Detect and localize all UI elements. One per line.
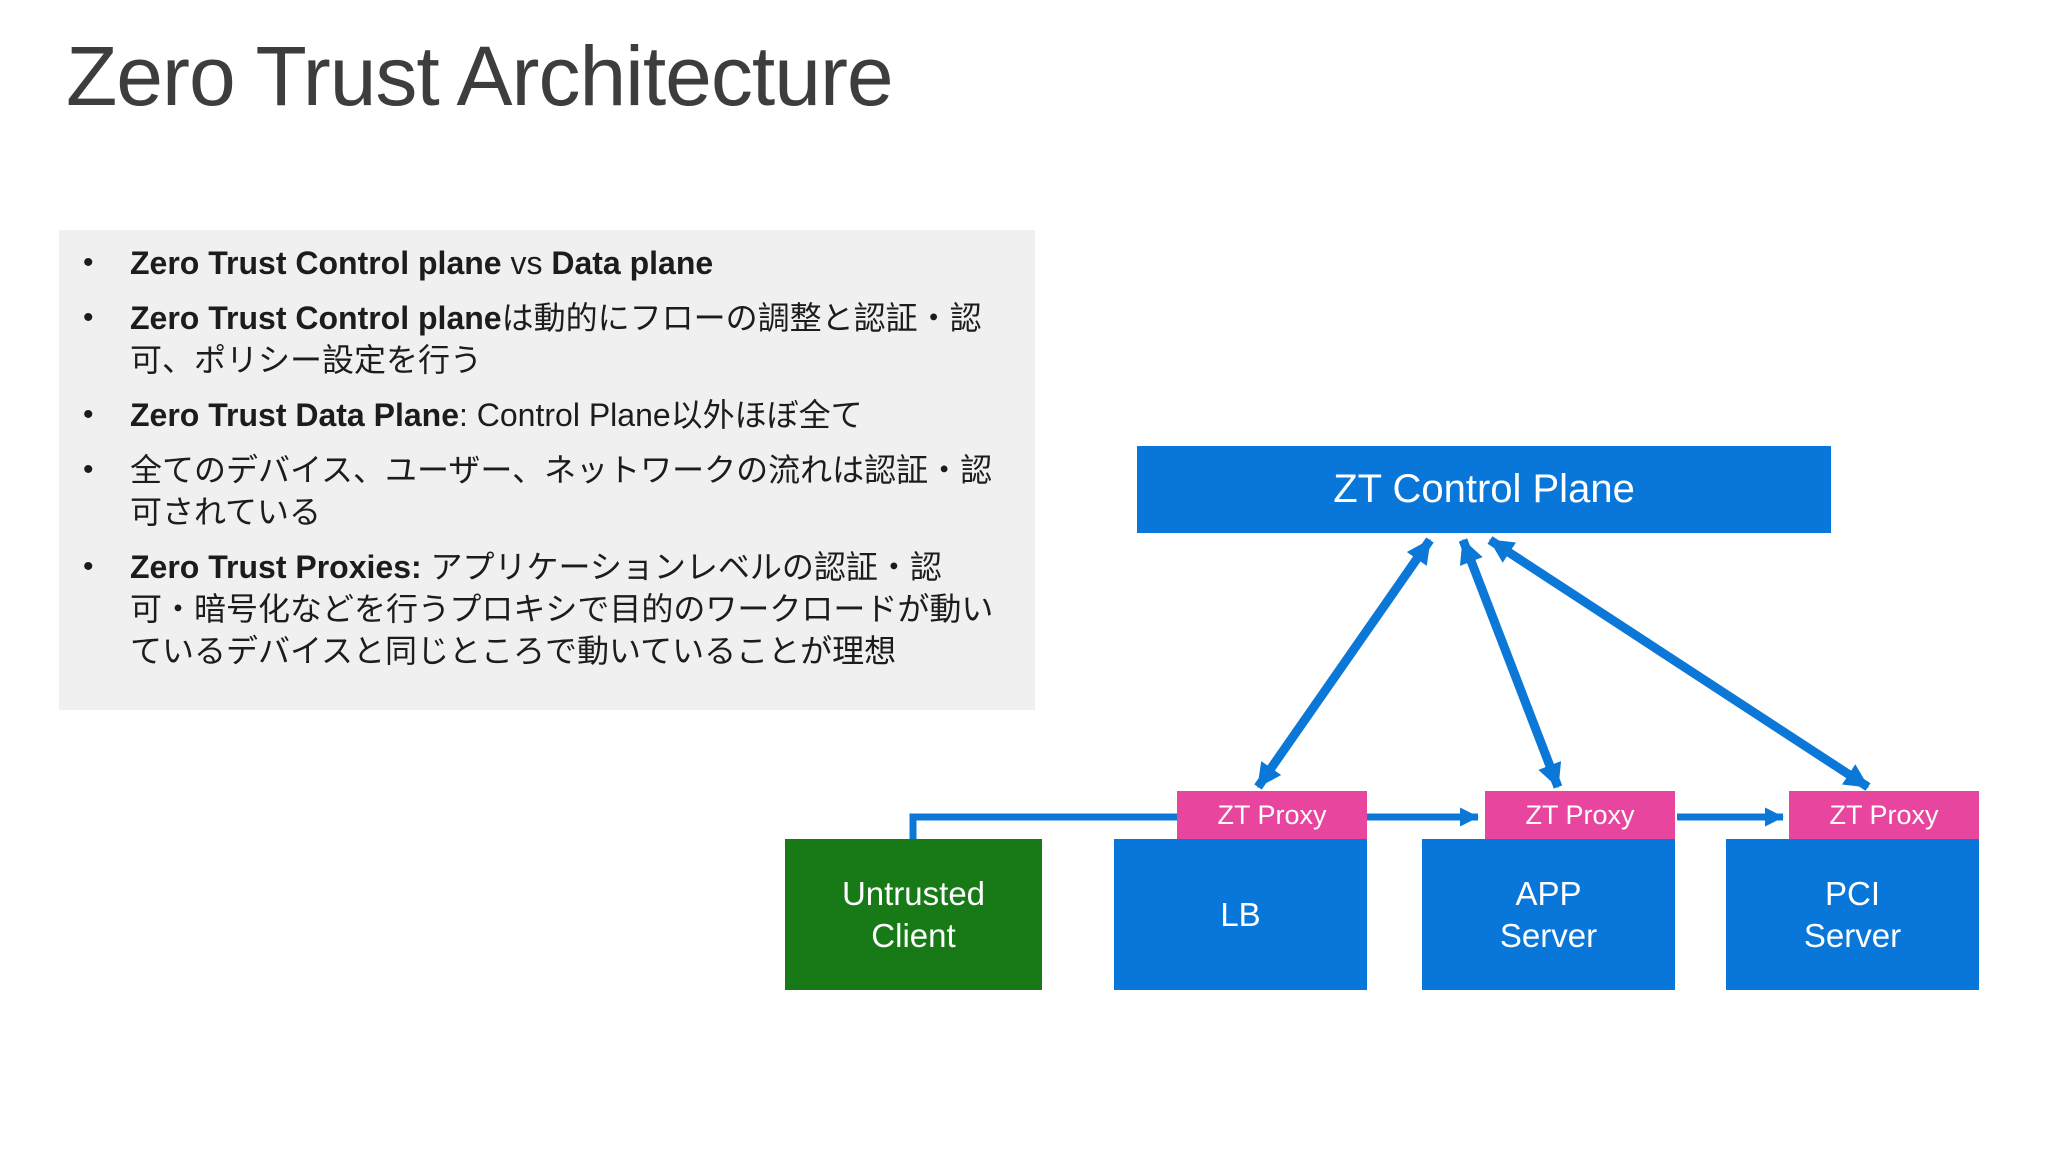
bullet-list: Zero Trust Control plane vs Data plane Z… <box>59 242 1001 672</box>
bullet-bold-segment: Zero Trust Data Plane <box>130 397 459 433</box>
bullet-regular-segment: は動的にフローの調整と認証・認可、ポリシー設定を行う <box>130 300 982 378</box>
control-plane-proxy3-arrow <box>1487 536 1871 791</box>
bullet-panel: Zero Trust Control plane vs Data plane Z… <box>59 230 1035 710</box>
bullet-regular-segment: : Control Plane以外ほぼ全て <box>458 397 863 433</box>
control-plane-proxy1-arrow <box>1254 537 1434 790</box>
bullet-item: Zero Trust Proxies: アプリケーションレベルの認証・認可・暗号… <box>59 546 1001 672</box>
bullet-item: Zero Trust Control planeは動的にフローの調整と認証・認可… <box>59 297 1001 381</box>
bullet-regular-segment: vs <box>501 245 552 281</box>
untrusted-client-box: Untrusted Client <box>785 839 1042 990</box>
client-flow-elbow-line <box>909 813 1180 840</box>
bullet-regular-segment: 全てのデバイス、ユーザー、ネットワークの流れは認証・認可されている <box>130 452 993 530</box>
bullet-bold-segment: Zero Trust Proxies: <box>130 549 422 585</box>
zt-proxy-box-pci: ZT Proxy <box>1789 791 1979 839</box>
zt-proxy-box-app: ZT Proxy <box>1485 791 1675 839</box>
page-title: Zero Trust Architecture <box>66 29 894 123</box>
pci-server-box: PCI Server <box>1726 839 1979 990</box>
bullet-bold-segment: Zero Trust Control plane <box>130 245 502 281</box>
zt-proxy-box-lb: ZT Proxy <box>1177 791 1367 839</box>
bullet-item: 全てのデバイス、ユーザー、ネットワークの流れは認証・認可されている <box>59 449 1001 533</box>
lb-server-box: LB <box>1114 839 1367 990</box>
bullet-regular-segment: アプリケーションレベルの認証・認可・暗号化などを行うプロキシで目的のワークロード… <box>130 549 994 669</box>
bullet-item: Zero Trust Control plane vs Data plane <box>59 242 1001 284</box>
zt-control-plane-box: ZT Control Plane <box>1137 446 1831 533</box>
bullet-item: Zero Trust Data Plane: Control Plane以外ほぼ… <box>59 394 1001 436</box>
app-server-box: APP Server <box>1422 839 1675 990</box>
bullet-bold-segment: Data plane <box>551 245 714 281</box>
bullet-bold-segment: Zero Trust Control plane <box>130 300 502 336</box>
